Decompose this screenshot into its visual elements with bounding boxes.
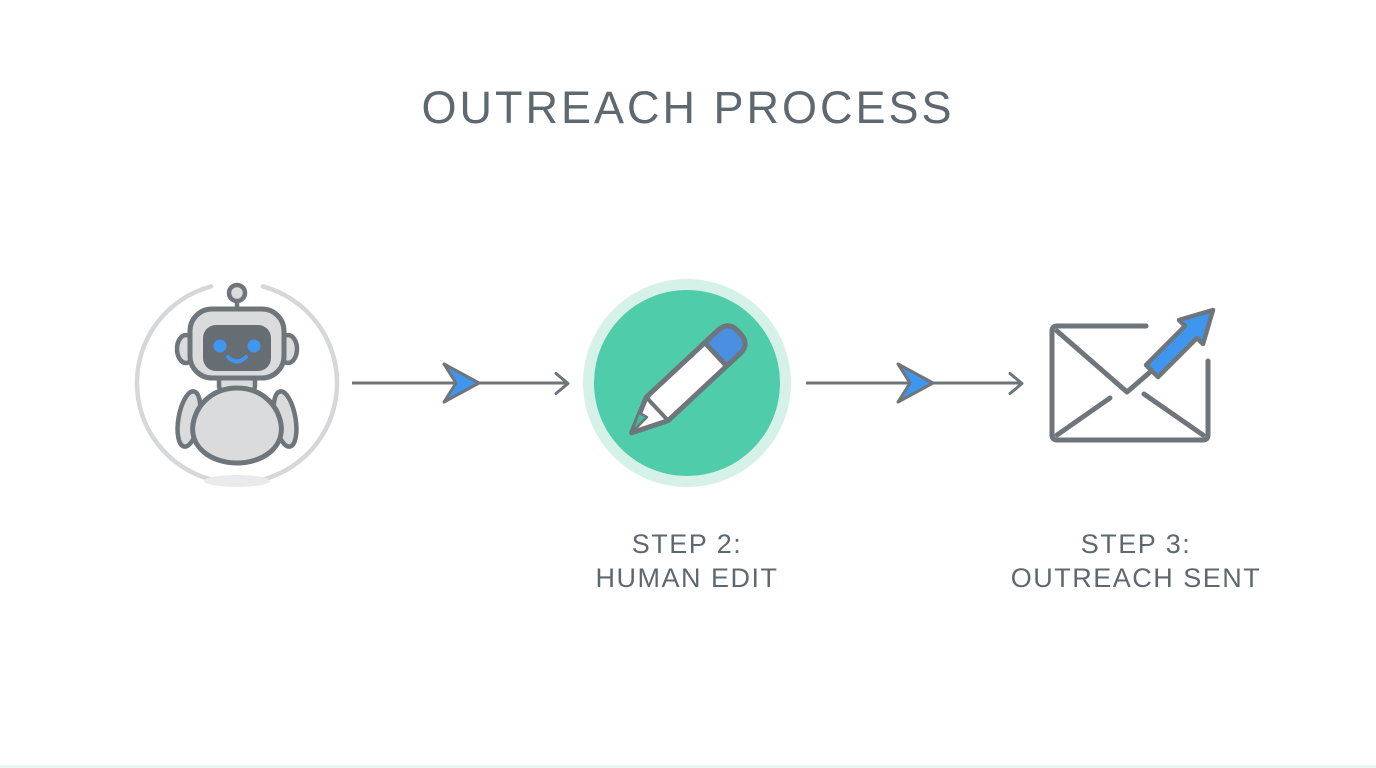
pencil-tip-separator	[644, 395, 670, 422]
pencil-lead	[630, 411, 649, 435]
robot-shadow	[204, 475, 270, 487]
arrow-1-blue-head	[442, 362, 481, 404]
robot-eye-right	[247, 339, 261, 353]
arrow-1	[352, 362, 570, 404]
robot-face	[203, 325, 271, 371]
arrow-2	[806, 362, 1024, 404]
envelope-fold-left	[1054, 395, 1113, 438]
step-2-label-bottom: HUMAN EDIT	[595, 563, 779, 593]
robot-eye-left	[213, 339, 227, 353]
robot-icon	[134, 282, 340, 487]
robot-smile	[226, 355, 248, 364]
step-3-label-bottom: OUTREACH SENT	[1010, 563, 1262, 593]
envelope-send-icon	[1049, 307, 1216, 443]
robot-antenna-ball	[226, 282, 248, 304]
arrow-2-end-chevron	[1008, 372, 1024, 395]
page-title: OUTREACH PROCESS	[421, 82, 955, 133]
step-3-label-top: STEP 3:	[1080, 529, 1192, 559]
send-arrow	[1143, 307, 1216, 380]
robot-body	[190, 385, 284, 466]
envelope-outline	[1049, 323, 1211, 443]
robot-circle-arc-left	[134, 284, 214, 482]
footer-accent-line	[0, 765, 1376, 768]
arrow-2-blue-head	[896, 362, 935, 404]
step-2-label-top: STEP 2:	[631, 529, 743, 559]
envelope-fold-right	[1141, 391, 1206, 438]
pencil-icon	[583, 279, 791, 487]
step-3-label: STEP 3: OUTREACH SENT	[936, 527, 1336, 595]
arrow-1-end-chevron	[554, 372, 570, 395]
robot-circle-arc-right	[260, 284, 340, 482]
pencil-eraser	[702, 323, 748, 369]
step-2-label: STEP 2: HUMAN EDIT	[487, 527, 887, 595]
